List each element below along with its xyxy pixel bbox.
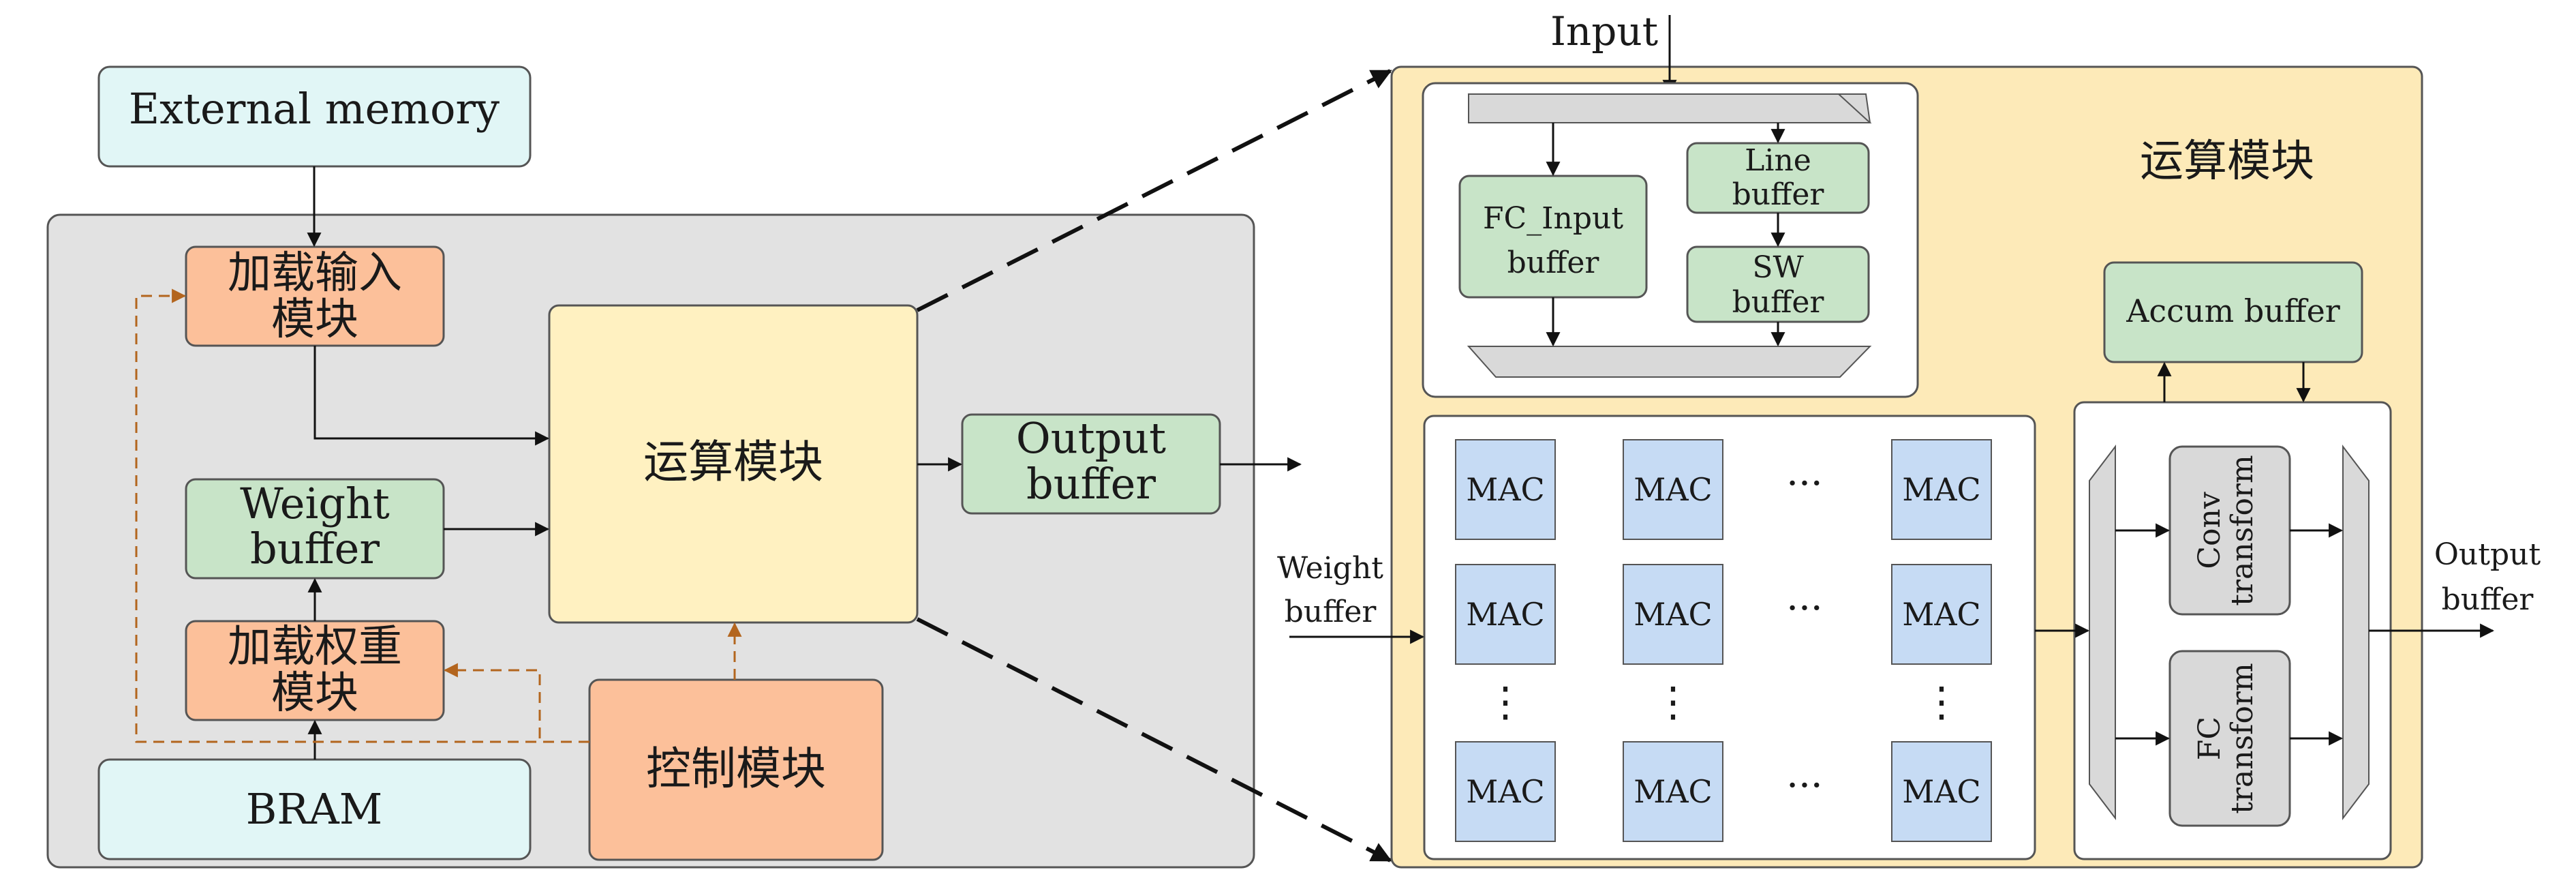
bram-label: BRAM [246,784,383,834]
mac-label: MAC [1634,773,1713,810]
transform-connections [2035,361,2495,746]
mac-unit [1891,741,1992,842]
mac-label: MAC [1634,471,1713,508]
conv-transform-label-line2: transform [2225,455,2260,605]
mac-label: MAC [1466,596,1545,633]
weight-buffer-label-line1: Weight [240,479,390,528]
weight-buffer-input-label-line1: Weight [1277,551,1383,586]
output-mux [1467,346,1872,378]
output-buffer-label-line2: buffer [1026,459,1156,509]
load-weight-label-line2: 模块 [271,668,358,719]
line-buffer-label-line1: Line [1745,143,1811,178]
mac-unit [1455,439,1556,540]
input-demux-shape [1468,93,1872,123]
control-module-box [588,678,884,861]
buffer-connections [1546,123,1785,347]
vertical-ellipsis: ⋮ [1921,678,1962,726]
output-buffer-out-label-line1: Output [2434,537,2541,572]
control-module-label: 控制模块 [646,742,826,795]
mac-unit [1891,439,1992,540]
mac-unit [1623,564,1723,665]
mac-grid: MAC MAC MAC ··· MAC MAC MAC ··· MAC MAC MAC ··· ⋮ ⋮ ⋮ [1455,439,1992,842]
fc-input-buffer-label-line1: FC_Input [1483,201,1623,236]
mac-label: MAC [1902,596,1981,633]
mac-unit [1623,741,1723,842]
output-buffer-out-label-line2: buffer [2442,582,2534,617]
horizontal-ellipsis: ··· [1786,586,1822,631]
mac-label: MAC [1902,471,1981,508]
zoom-lines [916,69,1392,862]
load-input-label-line1: 加载输入 [228,248,402,299]
vertical-ellipsis: ⋮ [1653,678,1693,726]
compute-detail-title: 运算模块 [2140,136,2314,187]
line-buffer-label-line2: buffer [1732,177,1825,212]
mac-label: MAC [1466,471,1545,508]
input-label: Input [1550,8,1658,55]
mac-label: MAC [1902,773,1981,810]
load-input-label-line2: 模块 [271,295,358,345]
fc-input-buffer-label-line2: buffer [1507,245,1600,280]
sw-buffer-label-line1: SW [1752,250,1804,285]
mac-unit [1623,439,1723,540]
transform-mux [2342,445,2370,820]
mac-unit [1455,741,1556,842]
horizontal-ellipsis: ··· [1786,462,1822,506]
mac-label: MAC [1634,596,1713,633]
mac-label: MAC [1466,773,1545,810]
mac-unit [1891,564,1992,665]
compute-module-label: 运算模块 [643,436,823,488]
horizontal-ellipsis: ··· [1786,764,1822,808]
external-memory-label: External memory [129,84,500,134]
output-buffer-label-line1: Output [1016,413,1166,463]
left-connections [307,166,1302,760]
sw-buffer-label-line2: buffer [1732,285,1825,320]
accum-buffer-box [2103,261,2363,363]
weight-buffer-input-label-line2: buffer [1285,595,1377,629]
control-signals [135,288,742,743]
accum-buffer-label: Accum buffer [2126,292,2340,329]
load-weight-label-line1: 加载权重 [228,622,402,672]
weight-buffer-label-line2: buffer [250,524,380,573]
fc-transform-label-line1: FC [2192,717,2227,760]
fc-transform-label-line2: transform [2225,663,2260,813]
vertical-ellipsis: ⋮ [1485,678,1526,726]
conv-transform-label-line1: Conv [2192,492,2227,569]
mac-unit [1455,564,1556,665]
transform-demux [2089,445,2116,820]
